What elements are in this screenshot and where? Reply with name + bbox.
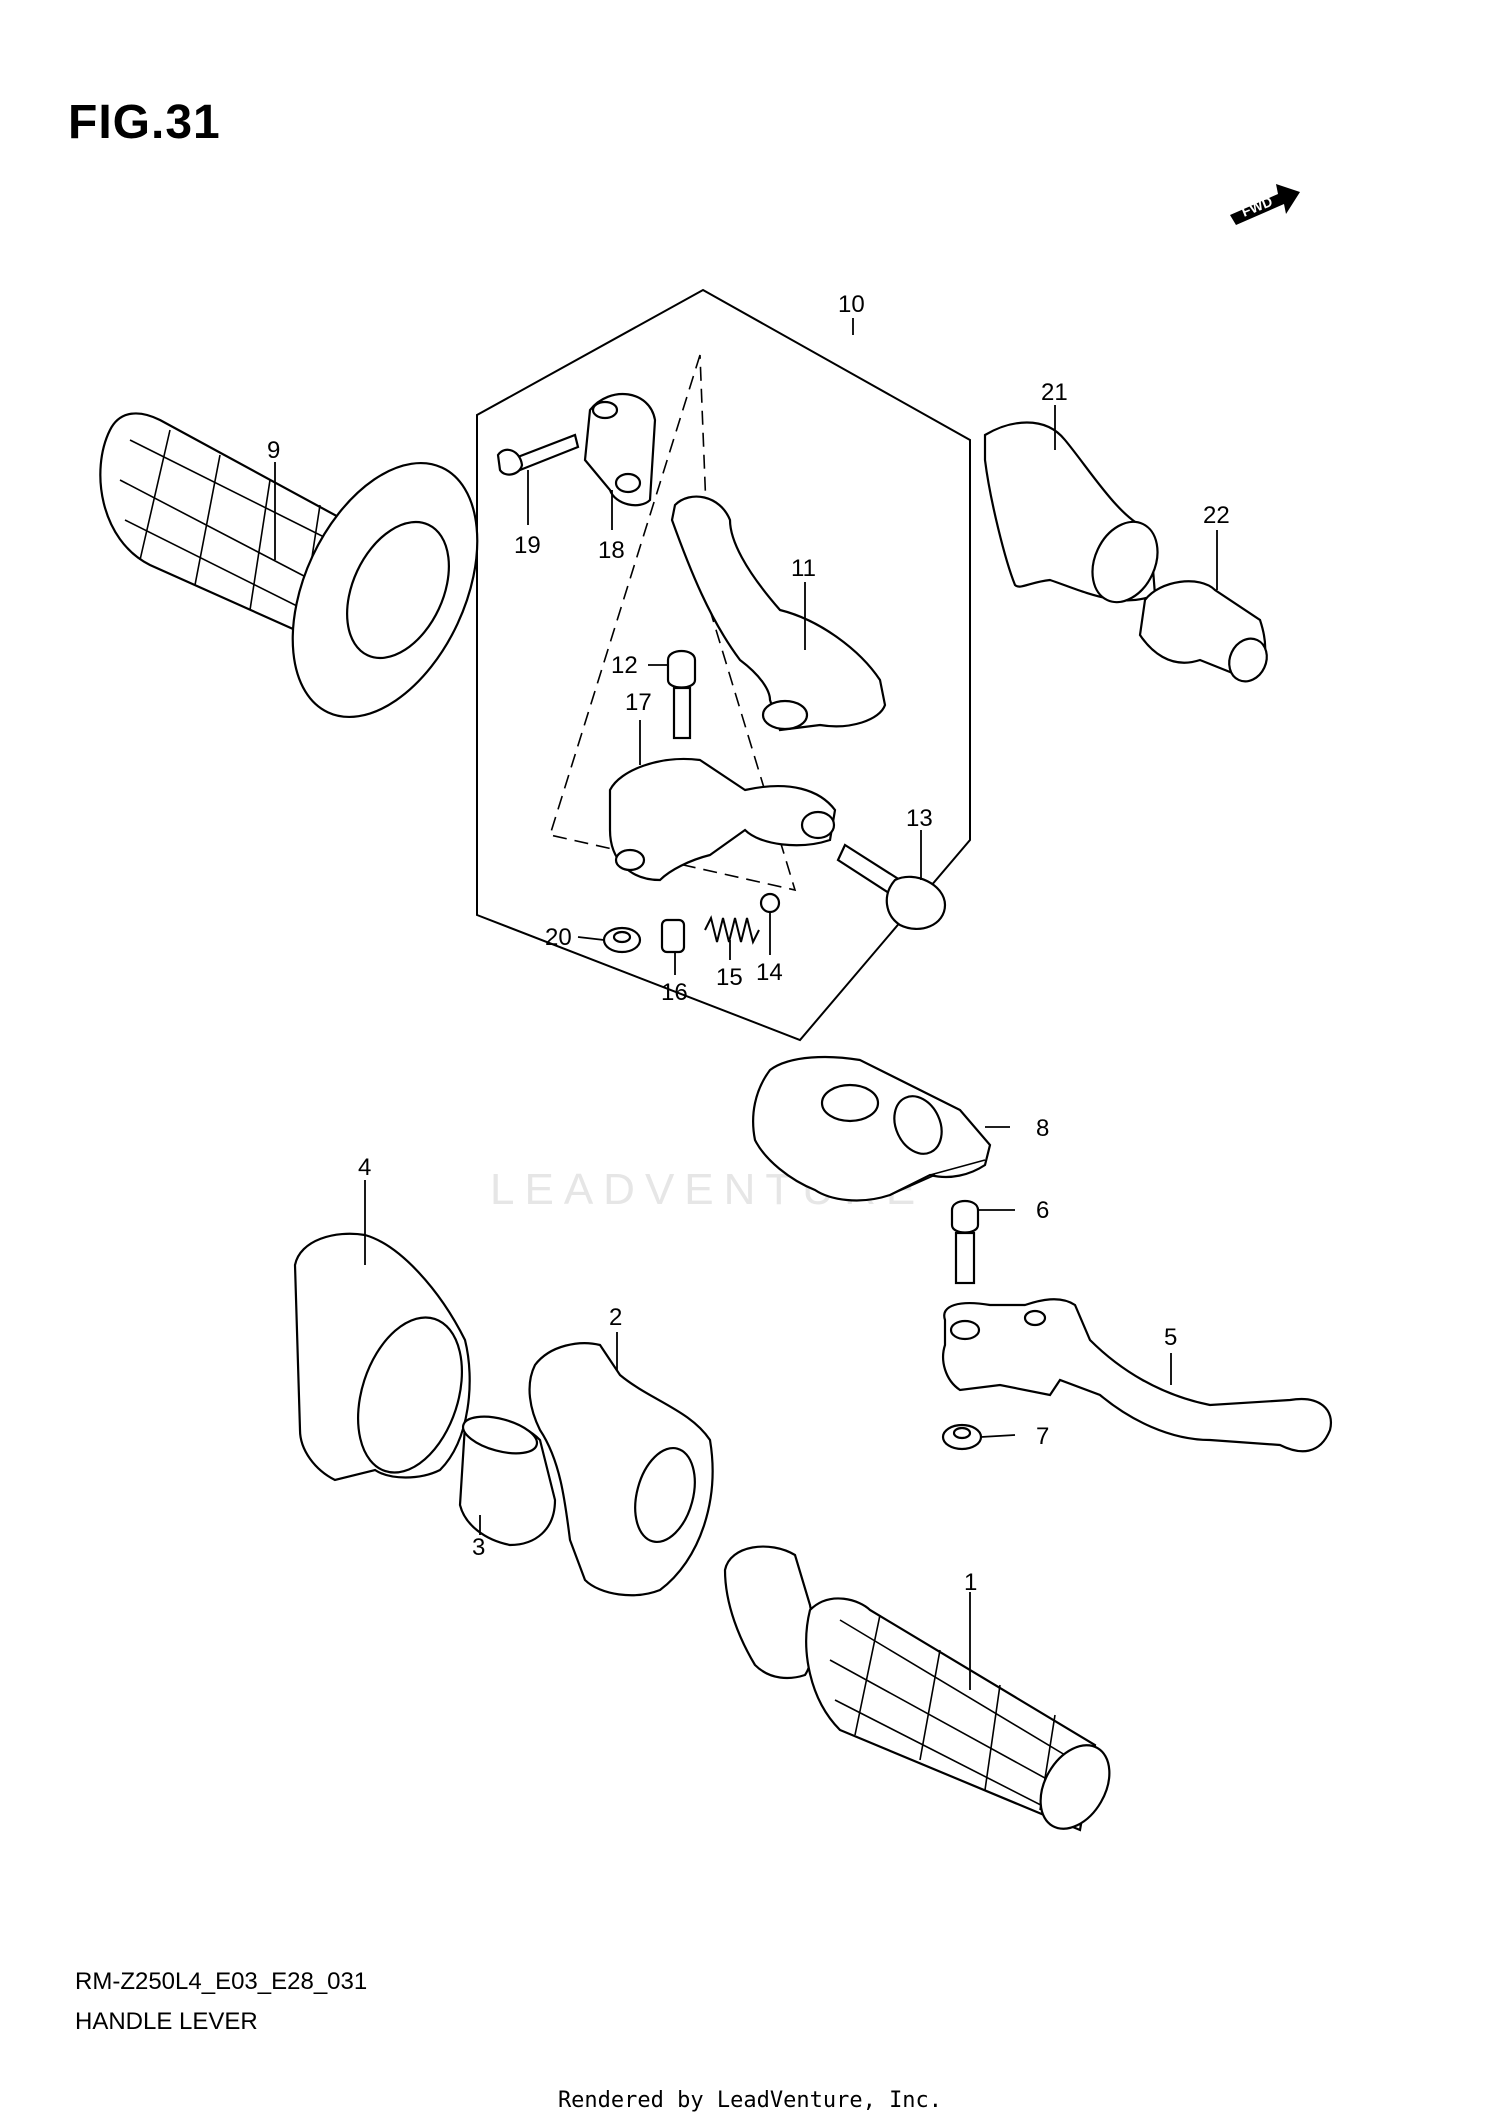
callout-15: 15 <box>716 964 743 991</box>
callout-5: 5 <box>1164 1324 1177 1351</box>
callout-10: 10 <box>838 291 865 318</box>
spring-15 <box>704 915 760 945</box>
leader-20 <box>577 936 605 941</box>
clamp-bolt <box>496 433 580 476</box>
throttle-collar <box>458 1415 557 1547</box>
throttle-housing <box>752 1055 992 1202</box>
ball-14 <box>759 892 781 914</box>
callout-6: 6 <box>1036 1197 1049 1224</box>
callout-18: 18 <box>598 537 625 564</box>
callout-4: 4 <box>358 1154 371 1181</box>
lever-cover <box>983 421 1159 604</box>
callout-8: 8 <box>1036 1115 1049 1142</box>
adjuster-bolt <box>836 843 947 930</box>
throttle-pulley <box>528 1342 714 1597</box>
right-grip <box>723 1545 1111 1832</box>
pivot-bolt-6 <box>950 1199 980 1285</box>
callout-21: 21 <box>1041 379 1068 406</box>
callout-2: 2 <box>609 1304 622 1331</box>
diagram-caption: HANDLE LEVER <box>75 2008 258 2035</box>
callout-11: 11 <box>791 555 816 582</box>
diagram-code: RM-Z250L4_E03_E28_031 <box>75 1968 368 1995</box>
callout-3: 3 <box>472 1534 485 1561</box>
callout-13: 13 <box>906 805 933 832</box>
leader-lines <box>274 318 1218 1690</box>
lever-holder-clamp <box>583 392 657 507</box>
callout-16: 16 <box>661 979 688 1006</box>
clutch-lever <box>670 495 887 732</box>
assembly-boundary <box>476 288 971 1042</box>
throttle-cover <box>293 1232 471 1482</box>
callout-20: 20 <box>545 924 572 951</box>
callout-22: 22 <box>1203 502 1230 529</box>
pivot-bolt <box>666 649 697 740</box>
spring-16 <box>660 918 686 954</box>
callout-14: 14 <box>756 959 783 986</box>
nut-20 <box>602 926 642 954</box>
left-grip <box>99 412 479 719</box>
figure-title: FIG.31 <box>68 96 221 149</box>
callout-7: 7 <box>1036 1423 1049 1450</box>
cable-adjuster <box>1138 580 1268 683</box>
nut-7 <box>941 1423 983 1451</box>
callout-19: 19 <box>514 532 541 559</box>
callout-1: 1 <box>964 1569 977 1596</box>
callout-17: 17 <box>625 689 652 716</box>
fwd-arrow-icon: FWD <box>1230 184 1300 225</box>
brake-lever <box>942 1298 1333 1453</box>
render-credit: Rendered by LeadVenture, Inc. <box>557 2088 943 2113</box>
leader-7 <box>980 1434 1016 1438</box>
callout-9: 9 <box>267 437 280 464</box>
callout-12: 12 <box>611 652 638 679</box>
lever-bracket <box>608 758 837 882</box>
